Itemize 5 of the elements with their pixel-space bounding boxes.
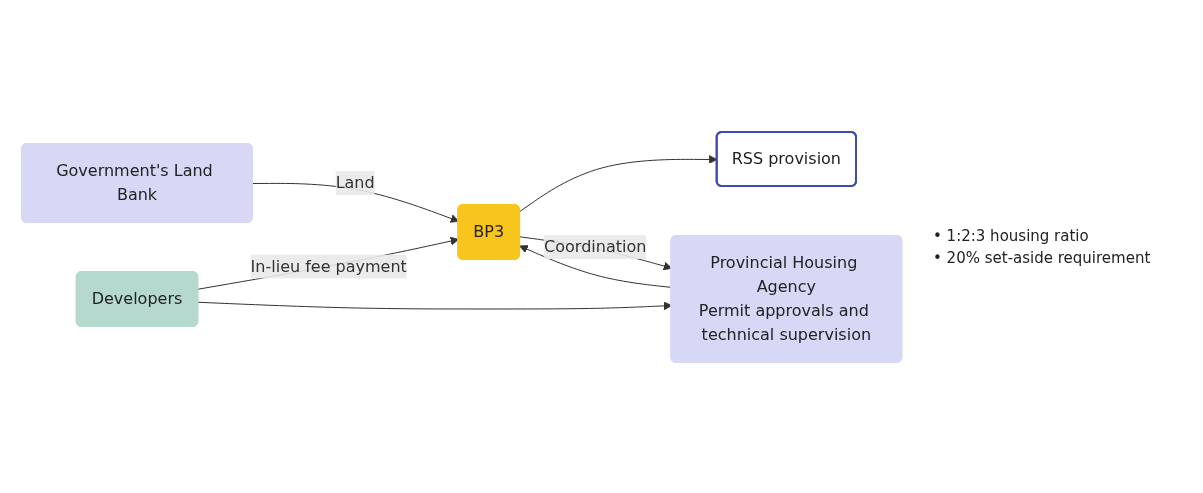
note-text: • 20% set-aside requirement <box>933 248 1152 267</box>
edge-label: In-lieu fee payment <box>250 256 407 276</box>
edge-label: Land <box>335 172 375 192</box>
edge-label: Coordination <box>543 236 647 256</box>
note-text: • 1:2:3 housing ratio <box>933 226 1090 245</box>
